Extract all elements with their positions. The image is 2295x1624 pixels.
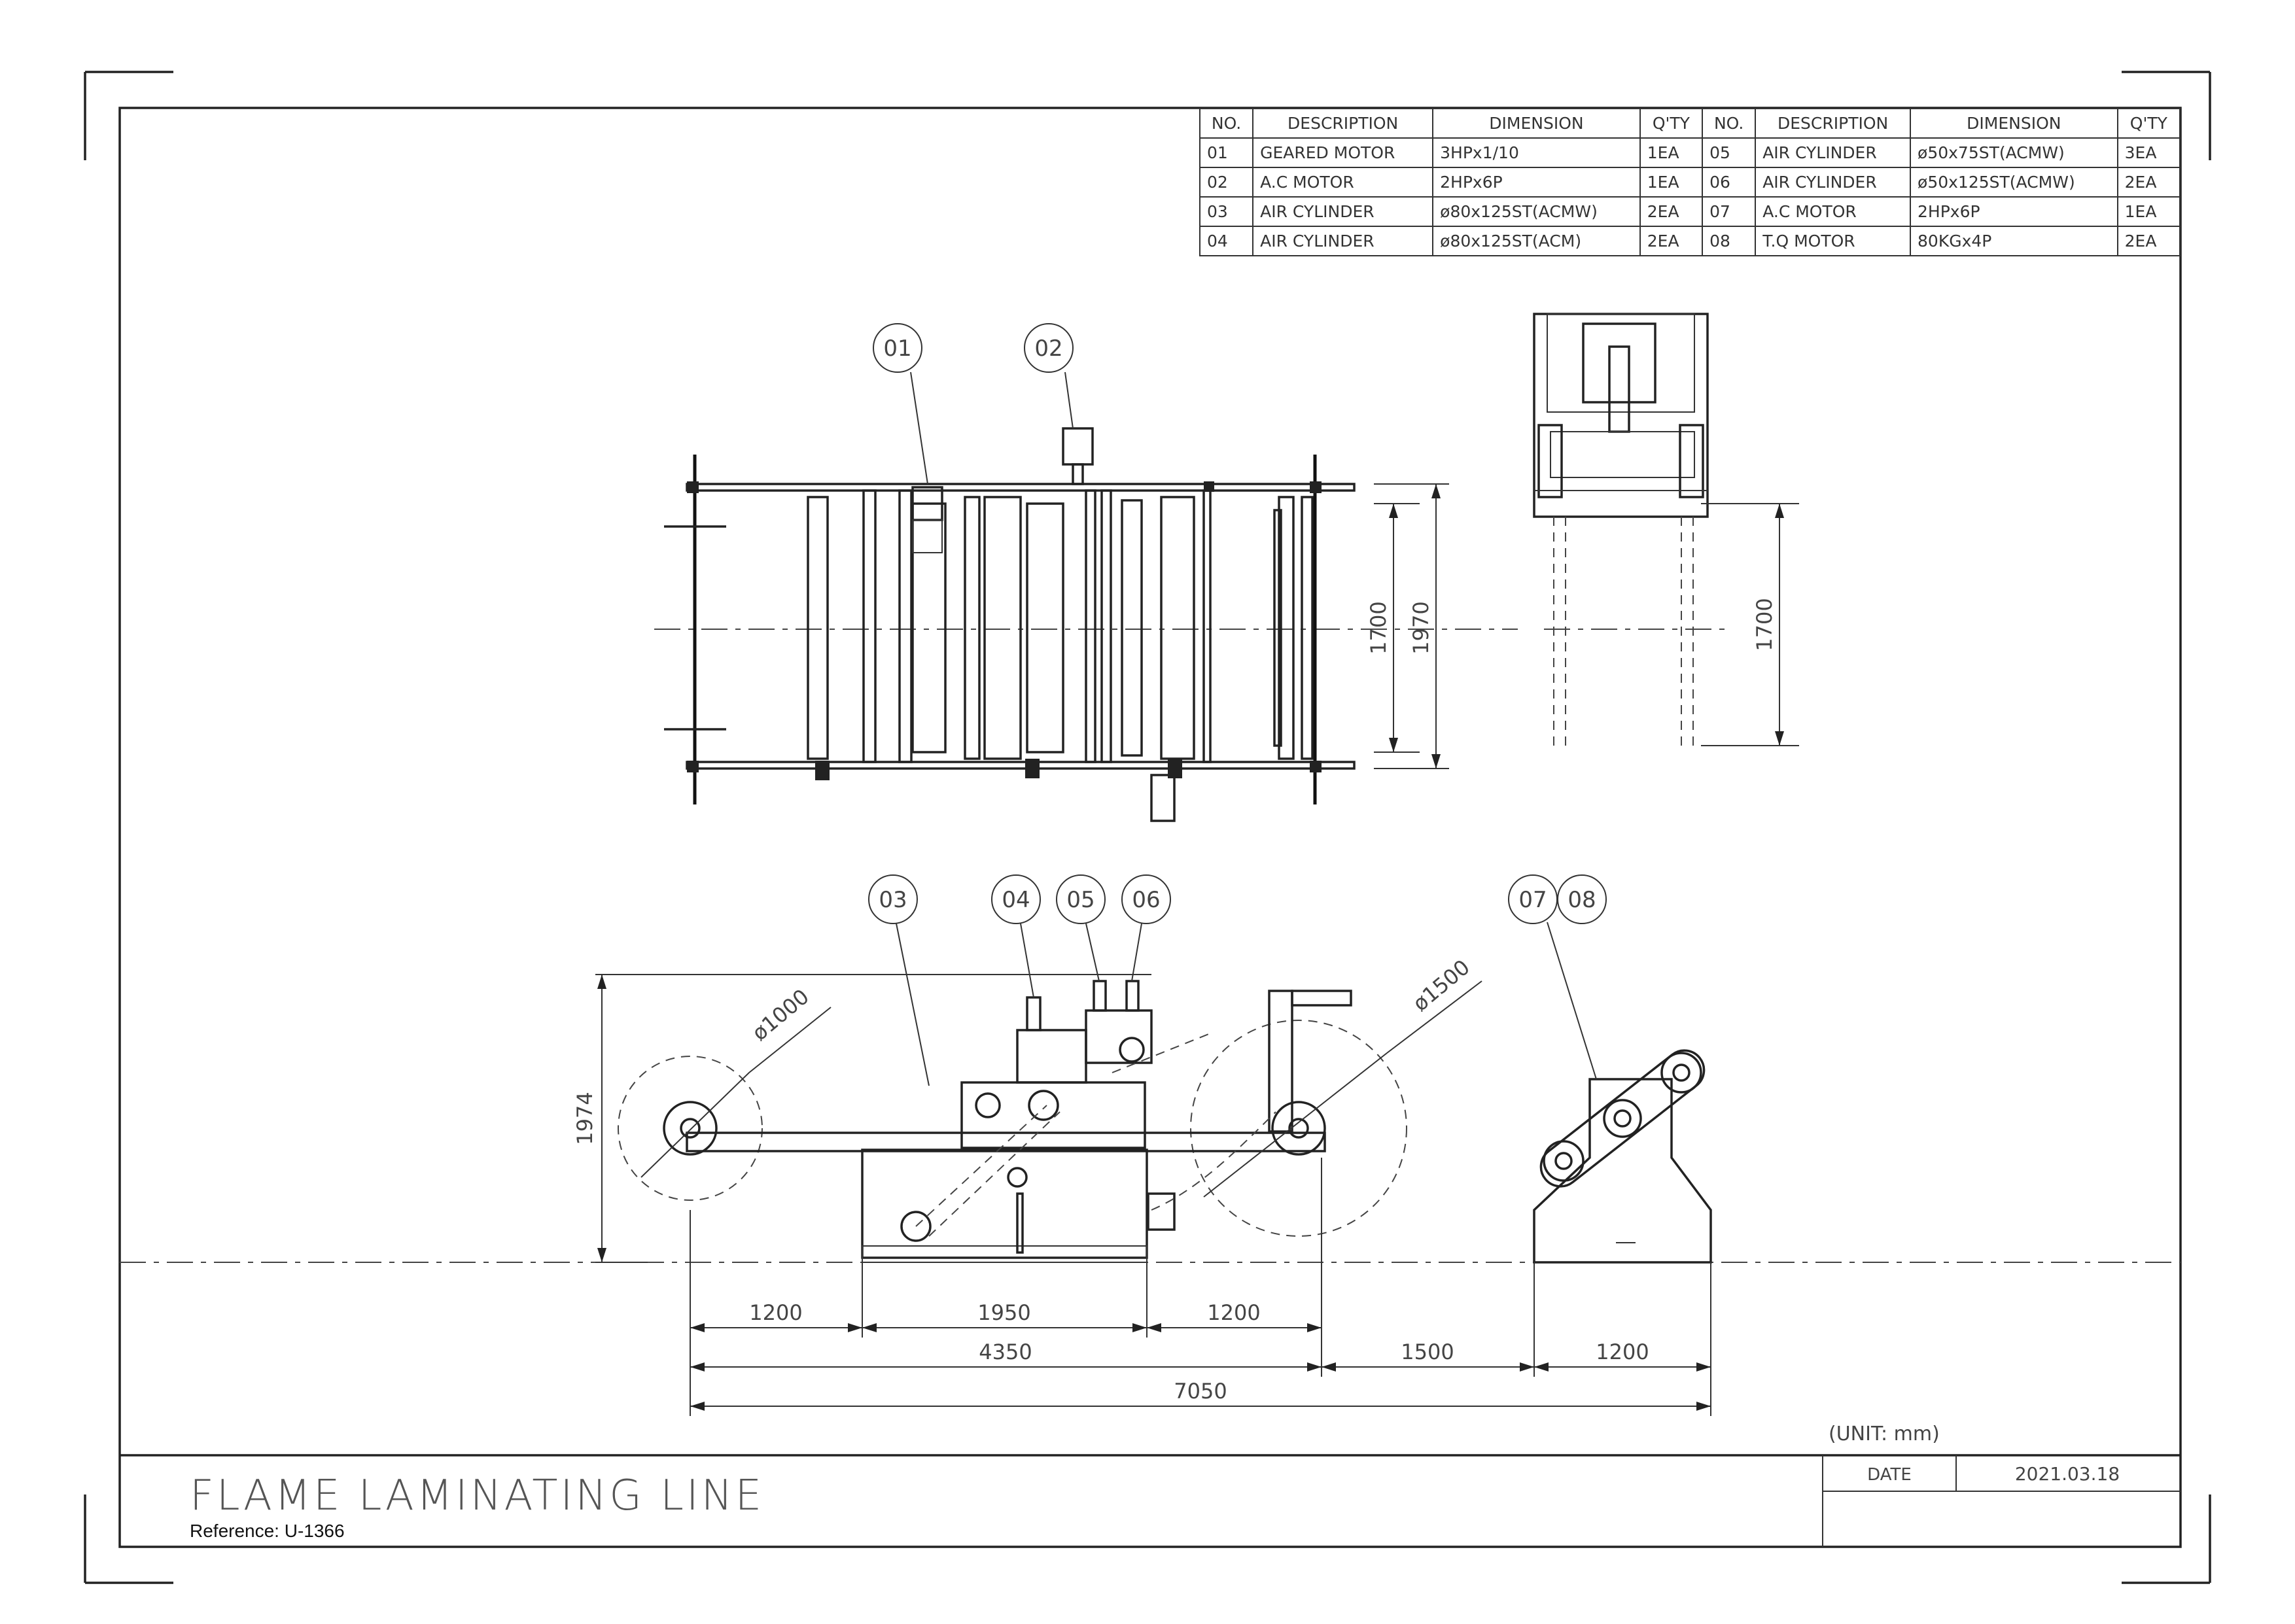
cell: 08 [1702,226,1757,256]
dim-1500: 1500 [1401,1339,1454,1364]
cell: ø80x125ST(ACM) [1432,226,1641,256]
cell: 2EA [2116,226,2181,256]
cell: 1EA [1639,137,1704,168]
cell: AIR CYLINDER [1755,137,1912,168]
cell: ø50x75ST(ACMW) [1910,137,2118,168]
cell: 2EA [1639,196,1704,227]
col-description: DESCRIPTION [1252,108,1434,139]
cell: 3EA [2116,137,2181,168]
cell: 07 [1702,196,1757,227]
balloon-07: 07 [1518,887,1547,913]
cell: 03 [1199,196,1254,227]
cell: AIR CYLINDER [1252,226,1434,256]
drawing-frame [118,107,2182,1548]
drawing-title: FLAME LAMINATING LINE [190,1472,765,1520]
cell: 01 [1199,137,1254,168]
end-elevation: 07 08 [1508,874,1712,1264]
cell: 04 [1199,226,1254,256]
horizontal-dimensions [690,1158,1711,1416]
col-qty: Q'TY [1639,108,1704,139]
cell: GEARED MOTOR [1252,137,1434,168]
table-row: 04 AIR CYLINDER ø80x125ST(ACM) 2EA 08 T.… [1199,226,2181,256]
table-row: 02 A.C MOTOR 2HPx6P 1EA 06 AIR CYLINDER … [1199,167,2181,198]
balloon-06: 06 [1132,887,1160,913]
parts-table-header: NO. DESCRIPTION DIMENSION Q'TY NO. DESCR… [1199,108,2181,139]
cell: AIR CYLINDER [1252,196,1434,227]
dim-dia-1000: ø1000 [747,984,814,1046]
cell: 2HPx6P [1910,196,2118,227]
cell: 80KGx4P [1910,226,2118,256]
dim-end-1200: 1200 [1596,1339,1649,1364]
date-label: DATE [1867,1465,1912,1485]
crop-marks [84,71,2211,1584]
dim-seg1: 1200 [749,1300,802,1325]
cell: 2EA [2116,167,2181,198]
balloon-04: 04 [1002,887,1030,913]
balloon-03: 03 [879,887,907,913]
cell: ø50x125ST(ACMW) [1910,167,2118,198]
balloon-01: 01 [883,336,911,362]
drawing-reference: Reference: U-1366 [190,1521,345,1541]
plan-view: 1700 1970 01 02 [654,323,1518,822]
parts-table: NO. DESCRIPTION DIMENSION Q'TY NO. DESCR… [1199,108,2181,256]
col-no: NO. [1199,108,1254,139]
col-description-2: DESCRIPTION [1755,108,1912,139]
col-qty-2: Q'TY [2116,108,2181,139]
dim-height-1974: 1974 [572,1092,597,1145]
side-elevation: 1974 ø1000 ø1500 03 04 05 06 [120,874,2181,1263]
balloon-02: 02 [1034,336,1062,362]
cell: 3HPx1/10 [1432,137,1641,168]
table-row: 03 AIR CYLINDER ø80x125ST(ACMW) 2EA 07 A… [1199,196,2181,227]
date-value: 2021.03.18 [2015,1463,2120,1485]
cell: 02 [1199,167,1254,198]
cell: 2HPx6P [1432,167,1641,198]
dim-4350: 4350 [979,1339,1032,1364]
cell: ø80x125ST(ACMW) [1432,196,1641,227]
cell: 1EA [2116,196,2181,227]
balloon-05: 05 [1066,887,1095,913]
cell: 05 [1702,137,1757,168]
dim-1700-plan: 1700 [1366,601,1391,654]
col-dimension: DIMENSION [1432,108,1641,139]
cell: 06 [1702,167,1757,198]
col-dimension-2: DIMENSION [1910,108,2118,139]
dim-seg3: 1200 [1207,1300,1260,1325]
balloon-08: 08 [1568,887,1596,913]
dim-dia-1500: ø1500 [1408,955,1475,1016]
cell: A.C MOTOR [1755,196,1912,227]
cell: T.Q MOTOR [1755,226,1912,256]
cell: A.C MOTOR [1252,167,1434,198]
end-view-top: 1700 [1533,313,1799,746]
cell: AIR CYLINDER [1755,167,1912,198]
cell: 2EA [1639,226,1704,256]
cell: 1EA [1639,167,1704,198]
unit-note: (UNIT: mm) [1829,1423,1940,1445]
table-row: 01 GEARED MOTOR 3HPx1/10 1EA 05 AIR CYLI… [1199,137,2181,168]
dim-1700-end: 1700 [1752,598,1777,651]
col-no-2: NO. [1702,108,1757,139]
dim-7050: 7050 [1174,1379,1227,1404]
dim-1970-plan: 1970 [1409,601,1433,654]
dim-seg2: 1950 [977,1300,1030,1325]
